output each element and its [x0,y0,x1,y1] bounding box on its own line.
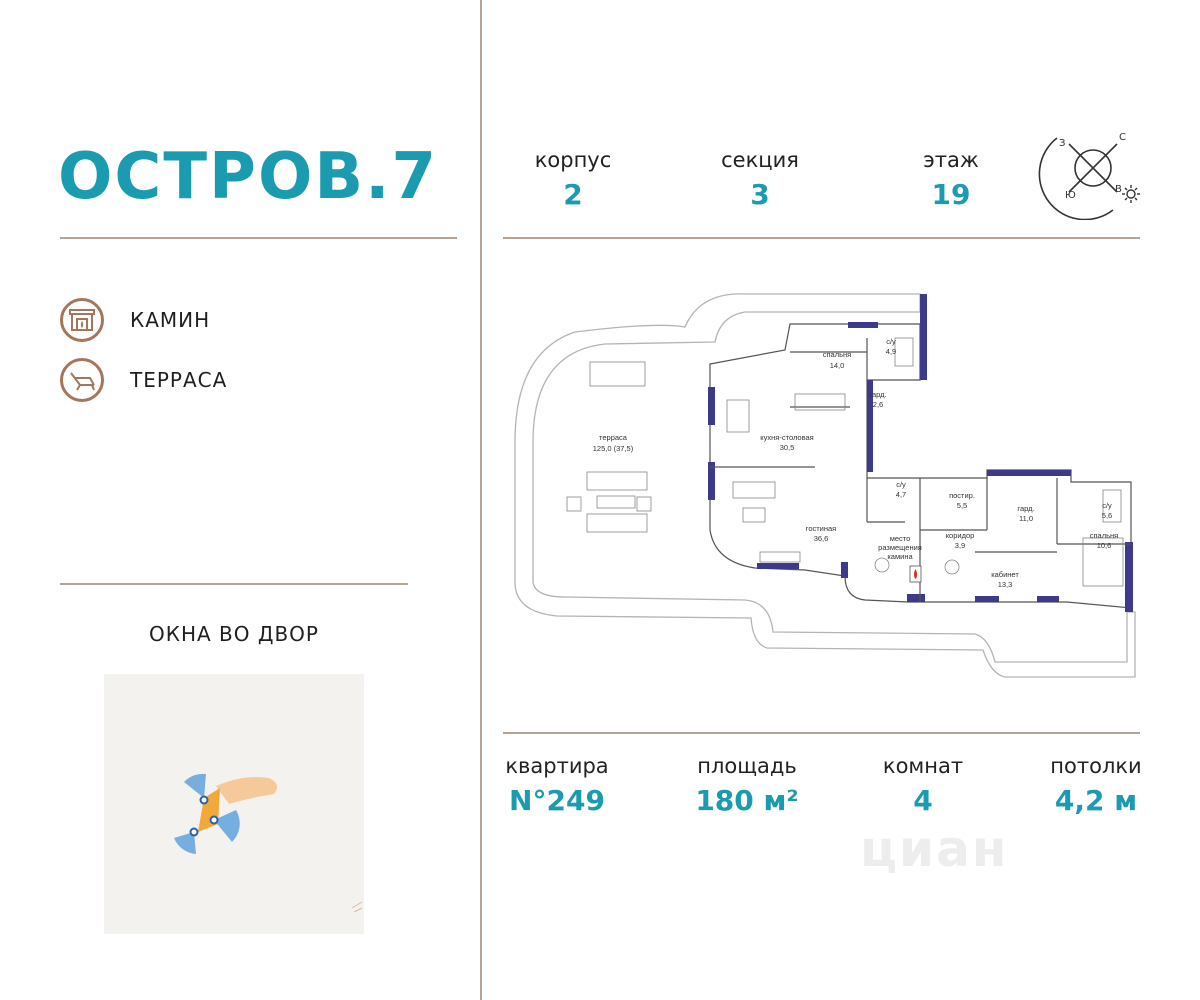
floor-label: этаж [923,148,979,172]
room-bedroom1: спальня [823,350,851,359]
sun-icon [1122,185,1140,203]
feature-fireplace: КАМИН [60,298,210,342]
korpus-label: корпус [534,148,612,172]
view-sector [214,810,240,842]
building-shape [216,777,278,804]
vertical-divider [480,0,482,1000]
windows-label: ОКНА ВО ДВОР [149,622,319,646]
terrace-outline [514,293,1136,678]
floor-value: 19 [931,178,971,211]
fireplace-note-3: камина [887,552,913,561]
room-bedroom2: спальня [1090,531,1118,540]
room-bath3-area: 5,6 [1102,511,1112,520]
room-bath1: с/у [886,337,896,346]
room-office: кабинет [991,570,1019,579]
header-divider [503,237,1140,239]
plan-divider [503,732,1140,734]
room-bedroom2-area: 10,6 [1097,541,1112,550]
apartment-number-info: квартира N°249 [497,754,617,817]
compass-icon: С З В Ю [1035,128,1145,221]
room-wardrobe2-area: 11,0 [1019,514,1033,523]
room-terrace: терраса [599,433,628,442]
compass-east: В [1115,184,1122,195]
section-info: секция 3 [700,148,820,211]
apartment-ceiling-info: потолки 4,2 м [1036,754,1156,817]
room-wardrobe2: гард. [1017,504,1034,513]
room-wardrobe1-area: 2,6 [873,400,883,409]
compass-west: З [1059,138,1065,149]
apartment-area-label: площадь [697,754,797,778]
room-bath3: с/у [1102,501,1112,510]
room-office-area: 13,3 [998,580,1013,589]
fireplace-note-1: место [890,534,911,543]
apartment-rooms-info: комнат 4 [863,754,983,817]
feature-label: КАМИН [130,308,211,332]
room-bath2-area: 4,7 [896,490,906,499]
korpus-info: корпус 2 [513,148,633,211]
room-laundry-area: 5,5 [957,501,967,510]
apartment-ceiling-value: 4,2 м [1054,784,1138,817]
korpus-value: 2 [563,178,583,211]
room-laundry: постир. [949,491,975,500]
section-label: секция [721,148,799,172]
section-value: 3 [750,178,770,211]
room-bath2: с/у [896,480,906,489]
features-divider [60,583,408,585]
view-sector [174,832,196,854]
room-terrace-area: 125,0 (37,5) [593,444,634,453]
compass-south: Ю [1065,190,1076,201]
watermark: циан [860,820,1009,878]
apartment-area-info: площадь 180 м² [682,754,812,817]
feature-terrace: ТЕРРАСА [60,358,227,402]
room-bath1-area: 4,9 [886,347,896,356]
apartment-ceiling-label: потолки [1050,754,1142,778]
room-corridor: коридор [946,531,975,540]
floor-plan: терраса 125,0 (37,5) спальня 14,0 с/у 4,… [505,282,1145,682]
deckchair-icon [60,358,104,402]
floor-info: этаж 19 [891,148,1011,211]
feature-label: ТЕРРАСА [130,368,228,392]
compass-north: С [1119,132,1126,143]
apartment-number-label: квартира [505,754,609,778]
apartment-rooms-value: 4 [913,784,933,817]
apartment-area-value: 180 м² [695,784,799,817]
logo-divider [60,237,457,239]
room-kitchen: кухня-столовая [760,433,813,442]
fireplace-icon [60,298,104,342]
site-location-map [104,674,364,934]
room-corridor-area: 3,9 [955,541,965,550]
apartment-rooms-label: комнат [882,754,964,778]
room-living-area: 36,6 [814,534,829,543]
room-kitchen-area: 30,5 [780,443,795,452]
apartment-number-value: N°249 [509,784,605,817]
brand-logo: ОСТРОВ.7 [58,140,438,214]
room-bedroom1-area: 14,0 [830,361,845,370]
room-living: гостиная [806,524,837,533]
room-wardrobe1: гард. [869,390,886,399]
apartment-walls [709,323,1132,609]
view-sector [184,773,206,798]
fireplace-note-2: размещения [878,543,922,552]
